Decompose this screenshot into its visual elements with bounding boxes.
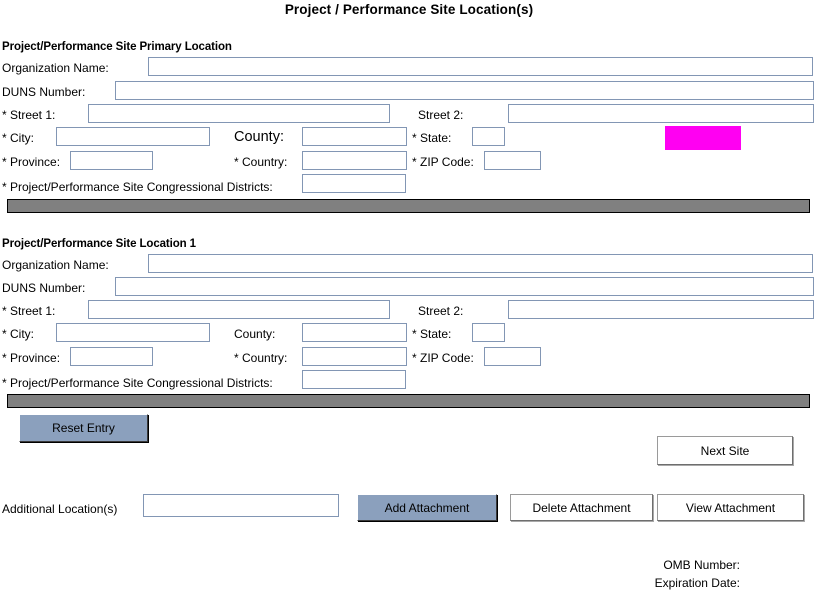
zip-code-label-2: * ZIP Code:	[412, 351, 474, 365]
city-label-1: * City:	[2, 131, 35, 145]
city-input-1[interactable]	[56, 127, 210, 146]
congressional-districts-label-1: * Project/Performance Site Congressional…	[2, 180, 273, 194]
street-2-input-1[interactable]	[508, 104, 814, 123]
city-label-2: * City:	[2, 327, 35, 341]
street-1-label-1: * Street 1:	[2, 108, 56, 122]
congressional-districts-input-2[interactable]	[302, 370, 406, 389]
next-site-button[interactable]: Next Site	[657, 436, 793, 465]
section-separator-bar-2	[7, 394, 810, 408]
country-label-1: * Country:	[234, 155, 288, 169]
add-attachment-button[interactable]: Add Attachment	[357, 494, 497, 521]
reset-entry-button[interactable]: Reset Entry	[19, 414, 148, 442]
state-label-1: * State:	[412, 131, 452, 145]
city-input-2[interactable]	[56, 323, 210, 342]
section-separator-bar-1	[7, 199, 810, 213]
zip-code-input-2[interactable]	[484, 347, 541, 366]
state-input-2[interactable]	[472, 323, 505, 342]
street-1-input-1[interactable]	[88, 104, 390, 123]
country-input-2[interactable]	[302, 347, 407, 366]
province-input-2[interactable]	[70, 347, 153, 366]
county-label-2: County:	[234, 327, 276, 341]
section-heading-location-1: Project/Performance Site Location 1	[2, 238, 196, 250]
organization-name-label-1: Organization Name:	[2, 61, 109, 75]
congressional-districts-label-2: * Project/Performance Site Congressional…	[2, 376, 273, 390]
congressional-districts-input-1[interactable]	[302, 174, 406, 193]
street-1-input-2[interactable]	[88, 300, 390, 319]
duns-number-label-2: DUNS Number:	[2, 281, 86, 295]
omb-number-label: OMB Number:	[663, 558, 740, 572]
organization-name-input-2[interactable]	[148, 254, 813, 273]
duns-number-input-2[interactable]	[115, 277, 814, 296]
country-label-2: * Country:	[234, 351, 288, 365]
expiration-date-label: Expiration Date:	[654, 576, 740, 590]
street-2-input-2[interactable]	[508, 300, 814, 319]
province-input-1[interactable]	[70, 151, 153, 170]
county-input-1[interactable]	[302, 127, 407, 146]
street-1-label-2: * Street 1:	[2, 304, 56, 318]
street-2-label-1: Street 2:	[418, 108, 464, 122]
state-label-2: * State:	[412, 327, 452, 341]
organization-name-input-1[interactable]	[148, 57, 813, 76]
magenta-highlight-block	[665, 126, 741, 150]
page-title: Project / Performance Site Location(s)	[284, 2, 534, 17]
duns-number-input-1[interactable]	[115, 81, 814, 100]
view-attachment-button[interactable]: View Attachment	[657, 494, 804, 521]
county-input-2[interactable]	[302, 323, 407, 342]
duns-number-label-1: DUNS Number:	[2, 85, 86, 99]
province-label-1: * Province:	[2, 155, 61, 169]
street-2-label-2: Street 2:	[418, 304, 464, 318]
country-input-1[interactable]	[302, 151, 407, 170]
zip-code-label-1: * ZIP Code:	[412, 155, 474, 169]
organization-name-label-2: Organization Name:	[2, 258, 109, 272]
province-label-2: * Province:	[2, 351, 61, 365]
county-label-1: County:	[234, 129, 284, 145]
section-heading-primary-location: Project/Performance Site Primary Locatio…	[2, 41, 232, 53]
delete-attachment-button[interactable]: Delete Attachment	[510, 494, 653, 521]
zip-code-input-1[interactable]	[484, 151, 541, 170]
additional-locations-label: Additional Location(s)	[2, 502, 118, 516]
state-input-1[interactable]	[472, 127, 505, 146]
additional-locations-input[interactable]	[143, 494, 339, 517]
